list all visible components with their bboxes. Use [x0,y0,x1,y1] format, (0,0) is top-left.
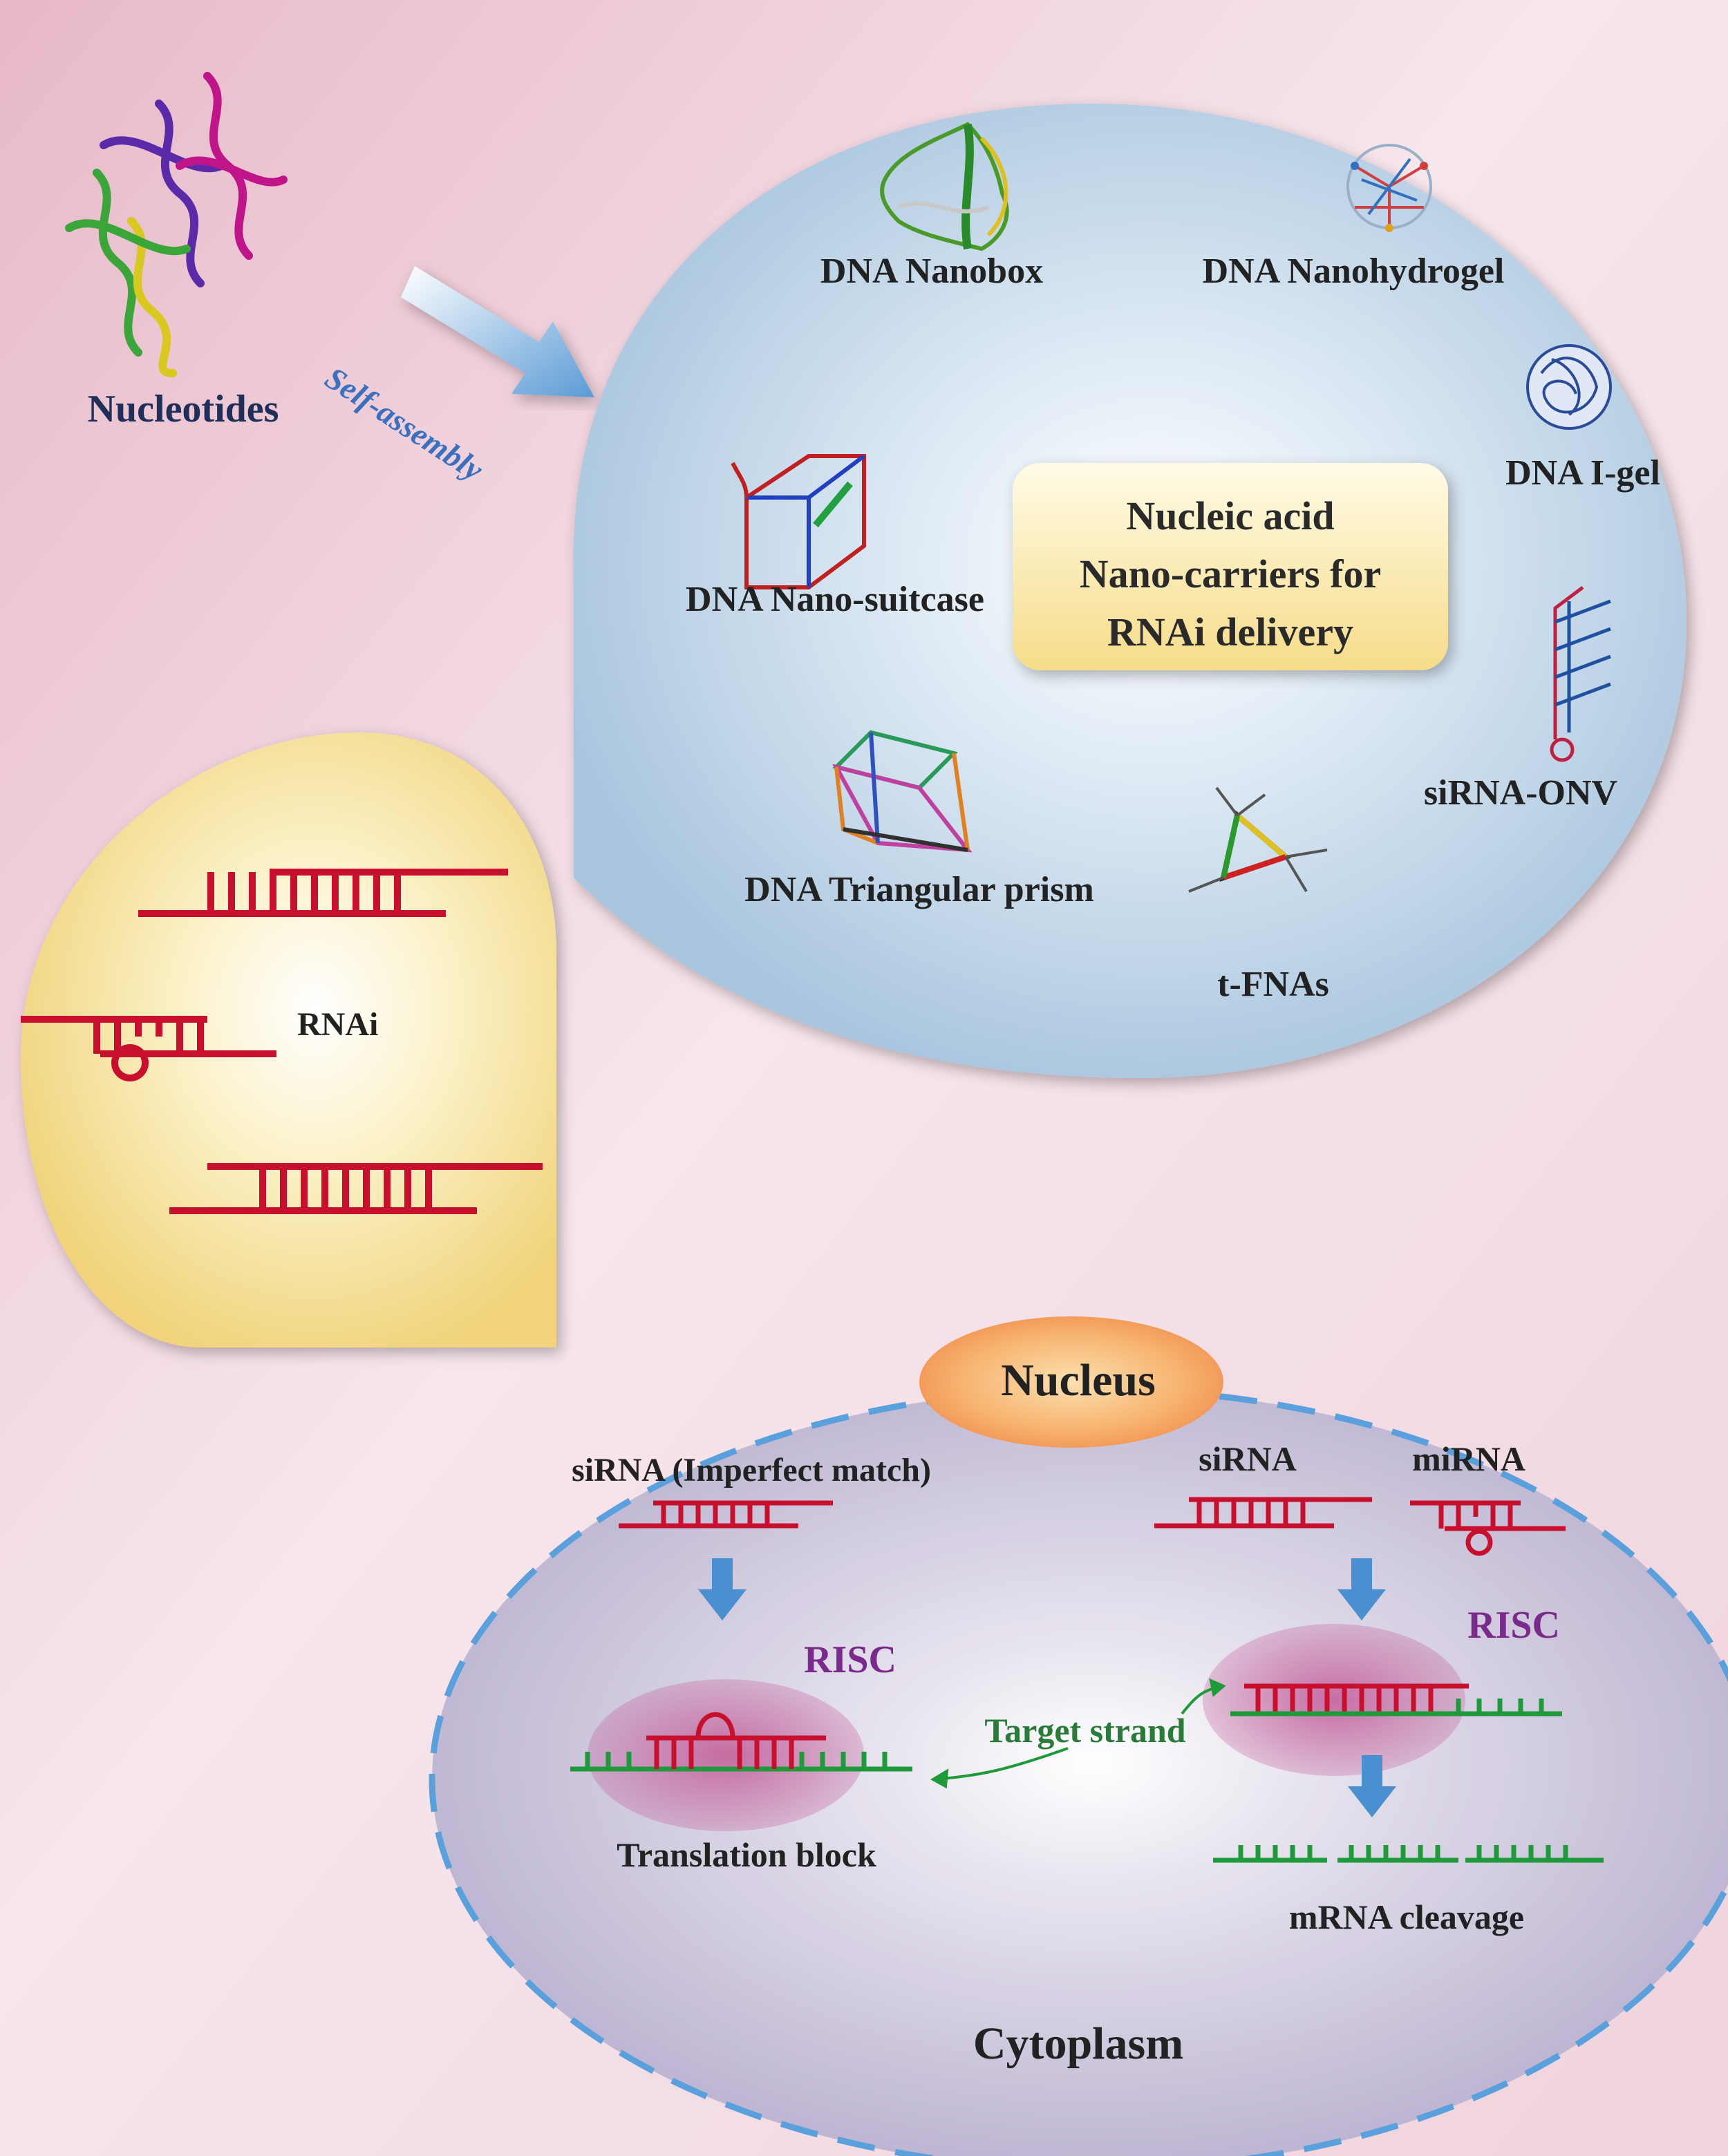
cleavage-complex-icon [1230,1683,1562,1717]
rnai-region [21,732,556,1348]
nucleus-label: Nucleus [1001,1355,1156,1406]
dna-nanohydrogel-label: DNA Nanohydrogel [1202,252,1505,291]
risc-right-label: RISC [1467,1604,1560,1647]
translation-block-complex-icon [570,1712,912,1772]
risc-left-shape [588,1679,864,1831]
center-title-line-1: Nucleic acid [1126,493,1335,538]
risc-left-label: RISC [804,1638,896,1681]
cytoplasm-label: Cytoplasm [973,2018,1184,2069]
sirna-onv-icon [1550,586,1611,762]
nucleus-shape [919,1316,1223,1448]
mirna-icon [1410,1500,1566,1556]
dna-triangular-prism-icon [832,730,973,853]
cell-body [429,1386,1728,2156]
nucleotides-strands-icon [65,72,288,377]
center-title-line-2: Nano-carriers for [1079,551,1382,596]
center-title-line-3: RNAi delivery [1107,609,1353,654]
translation-block-label: Translation block [617,1835,876,1874]
dna-nanohydrogel-icon [1346,144,1432,232]
sirna-label: siRNA [1199,1439,1297,1478]
sirna-icon [1154,1497,1372,1529]
carriers-center-box [1013,463,1448,670]
pathway-arrows [698,1558,1396,1817]
mirna-label: miRNA [1412,1439,1525,1478]
dna-nano-suitcase-label: DNA Nano-suitcase [686,580,984,619]
carriers-center-title: Nucleic acid Nano-carriers for RNAi deli… [1013,487,1448,661]
dna-nanobox-label: DNA Nanobox [820,252,1044,291]
sirna-imperfect-label: siRNA (Imperfect match) [572,1452,931,1488]
sirna-imperfect-icon [619,1500,833,1529]
cleaved-mrna-fragments-icon [1213,1845,1604,1863]
t-fnas-icon [1188,786,1328,893]
nucleotides-label: Nucleotides [87,388,279,431]
target-strand-label: Target strand [984,1711,1186,1750]
rnai-duplexes-icon [21,869,543,1214]
t-fnas-label: t-FNAs [1217,965,1329,1004]
dna-igel-icon [1526,344,1612,430]
self-assembly-arrow [401,266,594,397]
mrna-cleavage-label: mRNA cleavage [1288,1898,1525,1936]
dna-igel-label: DNA I-gel [1505,453,1660,493]
risc-right-shape [1203,1624,1465,1776]
dna-nanobox-icon [880,122,1009,252]
rnai-label: RNAi [297,1006,379,1043]
target-strand-arrows [930,1678,1226,1789]
dna-nano-suitcase-icon [731,454,866,589]
dna-triangular-prism-label: DNA Triangular prism [744,870,1094,909]
sirna-onv-label: siRNA-ONV [1423,773,1618,813]
